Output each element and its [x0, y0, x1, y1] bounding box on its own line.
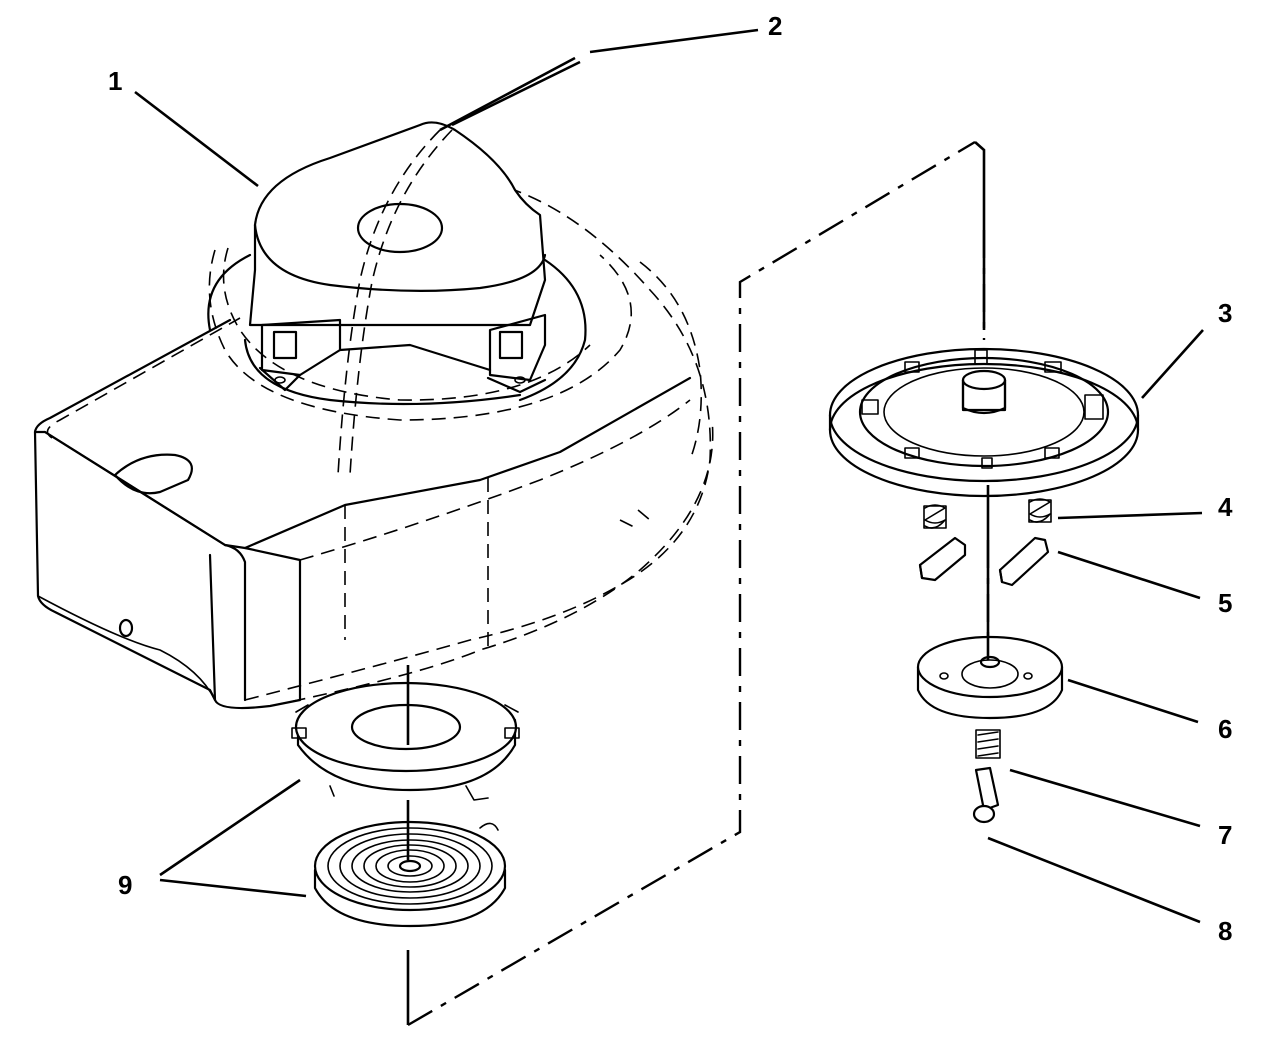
callout-5: 5	[1218, 588, 1232, 618]
pawl-left	[918, 536, 967, 582]
rope-end-2	[439, 56, 576, 132]
rewind-spring-cover	[291, 681, 520, 801]
callout-4: 4	[1218, 492, 1233, 522]
pawl-spring-right	[1028, 498, 1052, 523]
callout-8: 8	[1218, 916, 1232, 946]
callout-6: 6	[1218, 714, 1232, 744]
callout-3: 3	[1218, 298, 1232, 328]
assembly-centerlines	[406, 140, 990, 1027]
callout-leaders	[134, 28, 1204, 924]
starter-pulley	[828, 347, 1140, 498]
blower-housing	[33, 121, 714, 710]
callout-1: 1	[108, 66, 122, 96]
callout-2: 2	[768, 11, 782, 41]
pawl-spring-left	[923, 504, 947, 529]
callout-9: 9	[118, 870, 132, 900]
rewind-spring	[313, 820, 507, 928]
retainer-spring	[975, 729, 1001, 759]
retainer-screw	[972, 766, 1000, 824]
rope-end	[451, 60, 581, 127]
pawl-retainer	[916, 635, 1064, 720]
pawl-right	[998, 536, 1050, 587]
callout-7: 7	[1218, 820, 1232, 850]
